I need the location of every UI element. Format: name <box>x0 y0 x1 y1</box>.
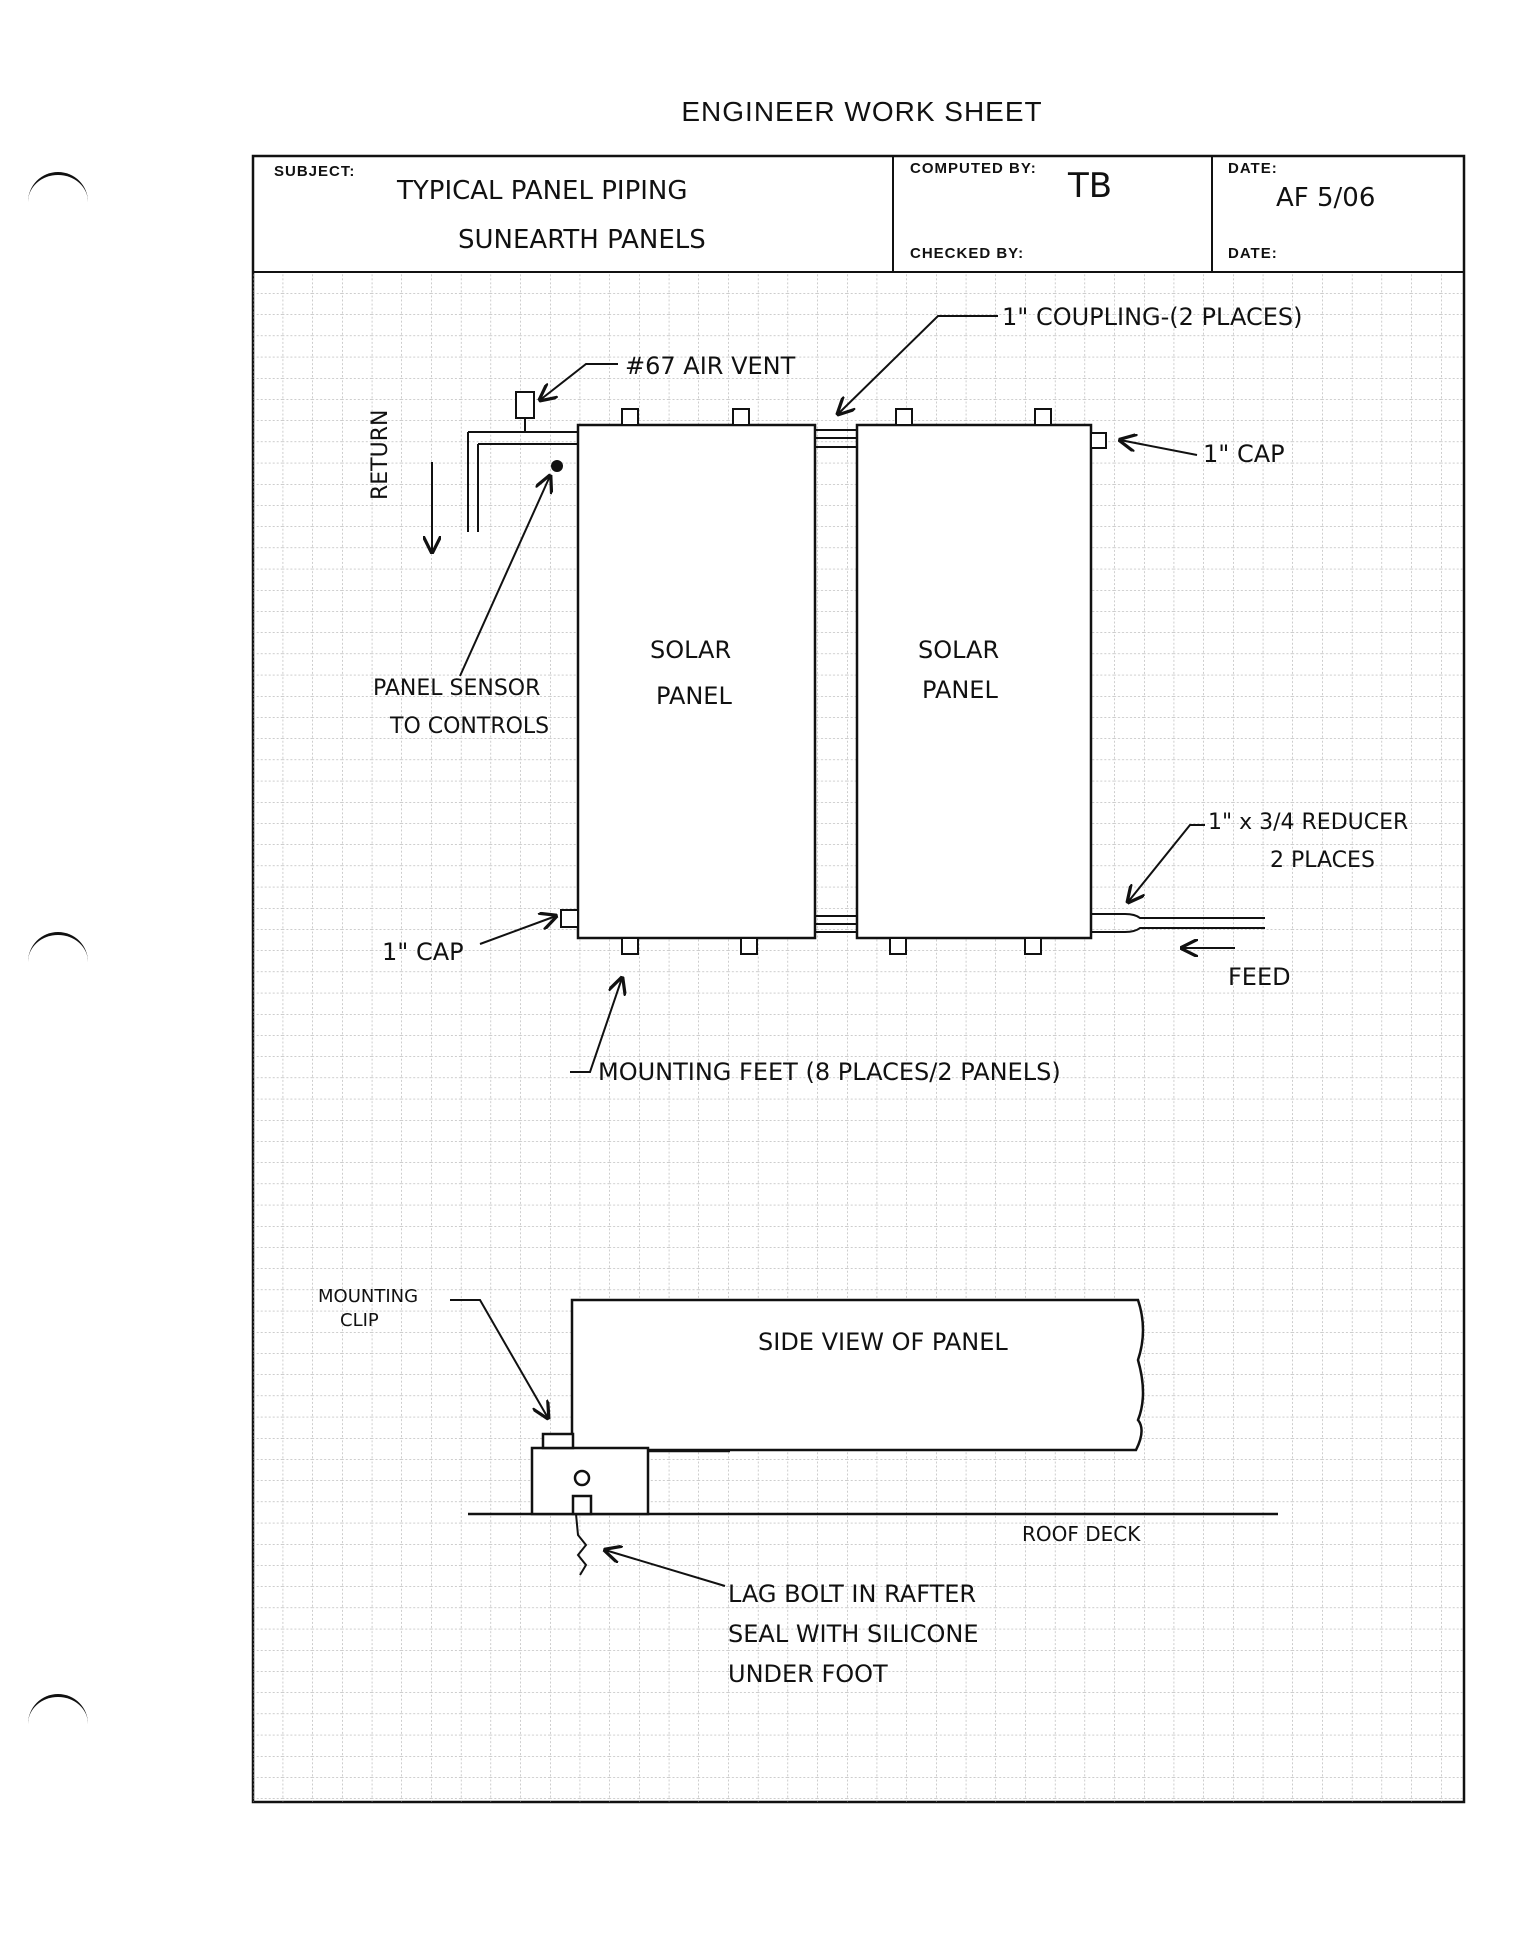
checked-by-label: CHECKED BY: <box>910 245 1025 262</box>
computed-by-value: TB <box>1068 166 1113 206</box>
subject-line-2: SUNEARTH PANELS <box>458 225 706 255</box>
air-vent-label: #67 AIR VENT <box>625 352 796 380</box>
panel-1-label-line-1: SOLAR <box>650 636 732 664</box>
reducer-label-line-1: 1" x 3/4 REDUCER <box>1208 810 1409 835</box>
cap-bottom-left <box>560 909 579 928</box>
subject-line-1: TYPICAL PANEL PIPING <box>397 176 688 206</box>
leader-cap-bottom <box>479 916 556 945</box>
coupling-bottom <box>815 915 857 933</box>
date-label: DATE: <box>1228 160 1278 177</box>
mounting-foot <box>889 937 907 955</box>
reducer-label-line-2: 2 PLACES <box>1270 848 1375 873</box>
return-label: RETURN <box>368 409 393 500</box>
mounting-foot <box>621 408 639 426</box>
solar-panel-1 <box>576 423 817 940</box>
leader-coupling <box>838 315 998 414</box>
lag-bolt-label-line-2: SEAL WITH SILICONE <box>728 1620 979 1648</box>
leader-airvent <box>540 363 618 400</box>
coupling-top <box>815 429 857 448</box>
mounting-foot <box>621 937 639 955</box>
panel-1-label-line-2: PANEL <box>656 682 732 710</box>
feed-label: FEED <box>1228 963 1291 991</box>
leader-lag <box>605 1550 726 1587</box>
date-value: AF 5/06 <box>1276 183 1376 213</box>
mounting-foot <box>895 408 913 426</box>
sensor-label-line-2: TO CONTROLS <box>390 714 550 739</box>
leader-reducer <box>1128 824 1205 902</box>
solar-panel-2 <box>855 423 1093 940</box>
leader-clip <box>450 1299 548 1418</box>
panel-sensor <box>551 460 563 472</box>
cap-top-label: 1" CAP <box>1203 440 1285 468</box>
lag-bolt-label-line-1: LAG BOLT IN RAFTER <box>728 1580 977 1608</box>
mounting-foot <box>740 937 758 955</box>
mounting-clip-label-line-2: CLIP <box>340 1310 379 1331</box>
binder-hole-bottom <box>28 1694 88 1737</box>
return-piping <box>432 391 578 552</box>
side-view-mount <box>468 1432 1278 1576</box>
leader-cap-top <box>1120 440 1198 456</box>
side-view-panel <box>570 1298 1145 1452</box>
mounting-feet-label: MOUNTING FEET (8 PLACES/2 PANELS) <box>598 1058 1061 1086</box>
sheet-title: ENGINEER WORK SHEET <box>681 96 1043 127</box>
leader-feet <box>570 978 622 1073</box>
date2-label: DATE: <box>1228 245 1278 262</box>
side-view-label: SIDE VIEW OF PANEL <box>758 1328 1008 1356</box>
roof-deck-label: ROOF DECK <box>1022 1522 1141 1546</box>
cap-bottom-label: 1" CAP <box>382 938 464 966</box>
panel-2-label-line-2: PANEL <box>922 676 998 704</box>
mounting-foot <box>732 408 750 426</box>
cap-top-right <box>1090 432 1107 449</box>
feed-piping <box>1091 913 1265 948</box>
coupling-label: 1" COUPLING-(2 PLACES) <box>1002 303 1303 331</box>
sensor-label-line-1: PANEL SENSOR <box>373 676 541 701</box>
lag-bolt-label-line-3: UNDER FOOT <box>728 1660 888 1688</box>
binder-hole-middle <box>28 932 88 975</box>
binder-hole-top <box>28 172 88 215</box>
mounting-clip-label-line-1: MOUNTING <box>318 1286 419 1307</box>
leader-sensor <box>459 476 550 677</box>
subject-label: SUBJECT: <box>274 163 356 180</box>
mounting-foot <box>1034 408 1052 426</box>
computed-by-label: COMPUTED BY: <box>910 160 1037 177</box>
mounting-foot <box>1024 937 1042 955</box>
panel-2-label-line-1: SOLAR <box>918 636 1000 664</box>
